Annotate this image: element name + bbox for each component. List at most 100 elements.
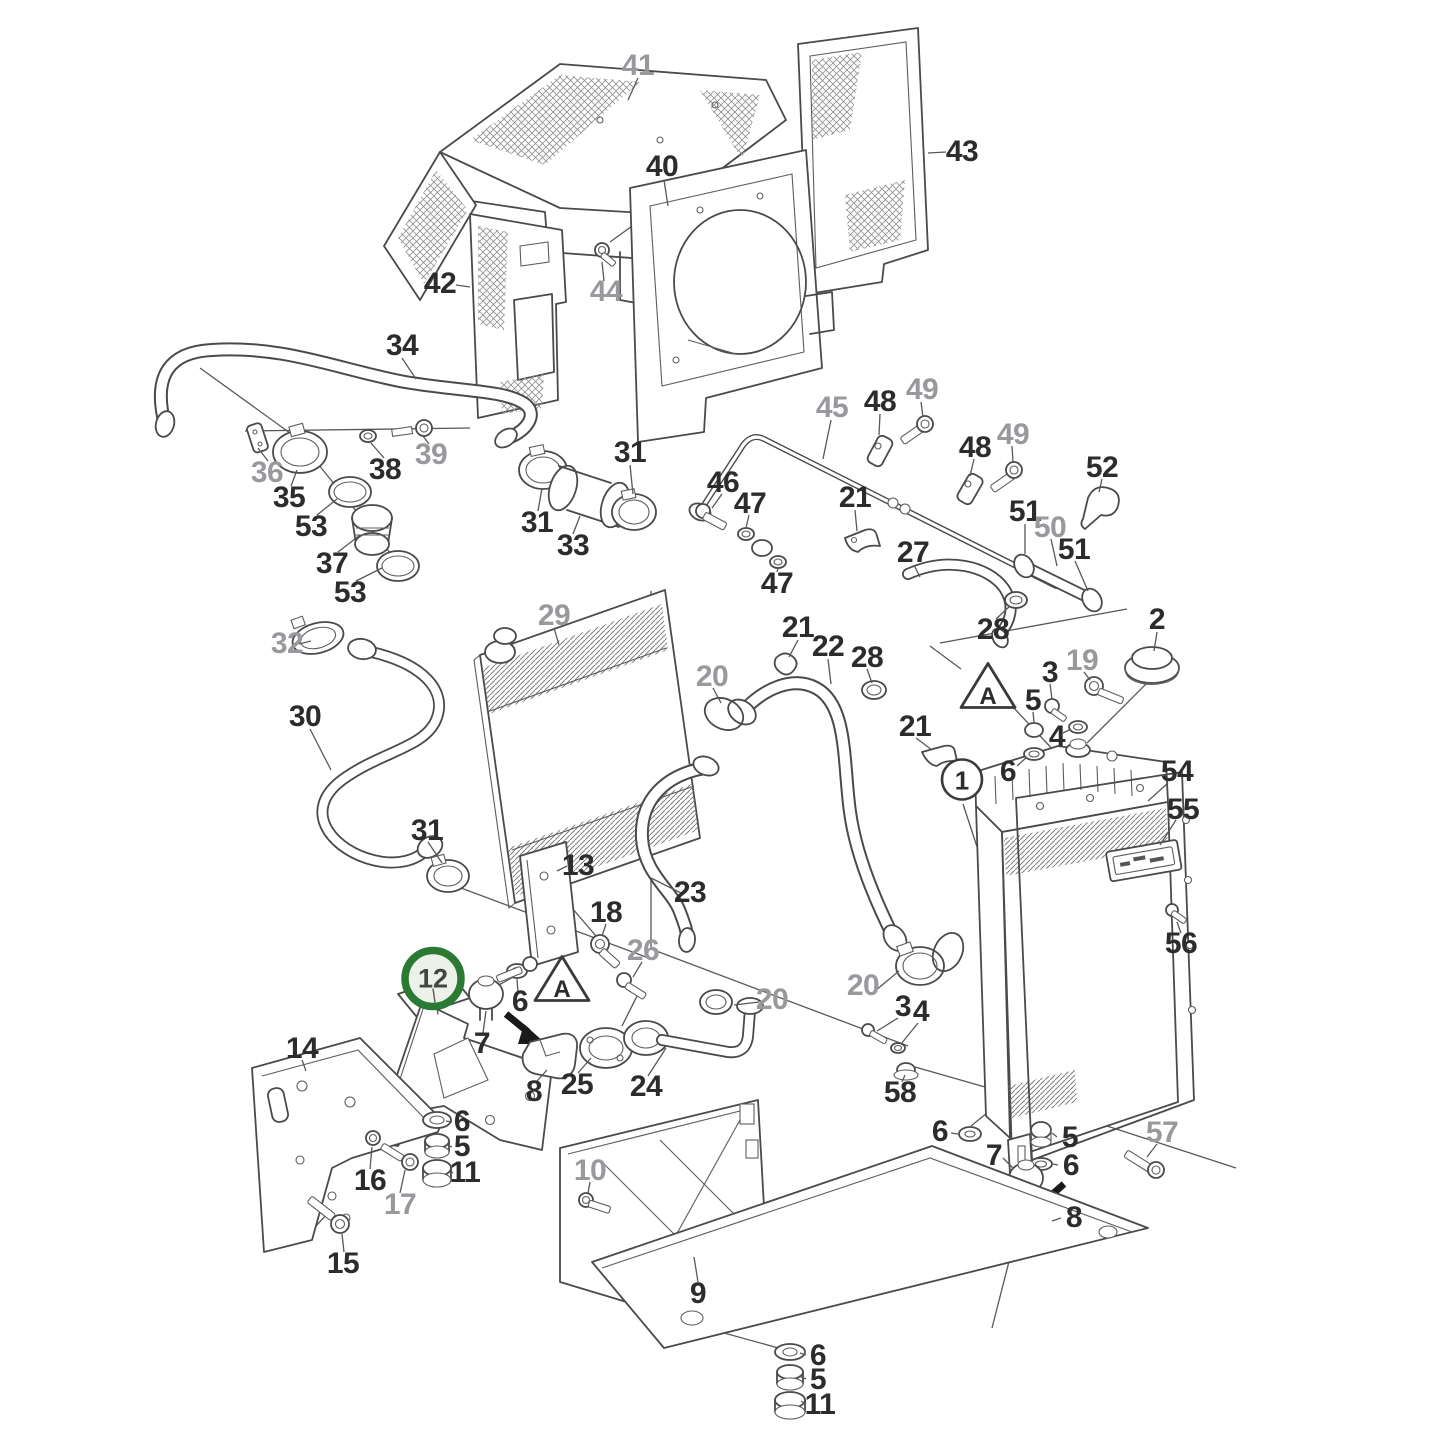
part-side-screen-right [797, 27, 929, 295]
part-number-48: 48 [958, 431, 992, 464]
part-number-51: 51 [1057, 533, 1091, 566]
part-number-20: 20 [695, 660, 729, 693]
part-number-21: 21 [781, 611, 815, 644]
part-number-6: 6 [453, 1105, 471, 1138]
part-number-6: 6 [511, 985, 529, 1018]
part-number-23: 23 [673, 876, 707, 909]
part-number-11: 11 [804, 1388, 836, 1421]
part-number-20: 20 [846, 969, 880, 1002]
part-number-58: 58 [883, 1076, 917, 1109]
part-bottom-bracket-9 [559, 1099, 1149, 1420]
part-number-39: 39 [414, 438, 448, 471]
part-sleeve-and-clamps [518, 443, 657, 531]
part-number-47: 47 [760, 567, 794, 600]
part-side-panel-left [469, 213, 567, 419]
part-number-56: 56 [1164, 927, 1198, 960]
highlight-ring-icon: 12 [401, 946, 465, 1015]
svg-text:A: A [553, 976, 570, 1003]
part-number-37: 37 [315, 547, 349, 580]
svg-text:1: 1 [955, 766, 969, 796]
part-number-21: 21 [898, 710, 932, 743]
part-lower-hose-30 [290, 615, 470, 893]
svg-text:A: A [979, 683, 996, 710]
part-number-4: 4 [1048, 720, 1066, 753]
part-number-7: 7 [985, 1139, 1003, 1172]
part-number-35: 35 [272, 481, 306, 514]
part-clips-21 [773, 528, 958, 767]
part-number-33: 33 [556, 529, 590, 562]
part-number-3: 3 [1041, 656, 1059, 689]
part-bracket-14 [251, 1037, 443, 1253]
part-hose-23 [634, 755, 733, 1015]
part-number-32: 32 [270, 627, 304, 660]
part-hose-22 [703, 676, 965, 986]
part-number-11: 11 [449, 1156, 481, 1189]
part-fan-shroud [629, 149, 835, 443]
part-washer-stack-left [422, 1111, 452, 1188]
part-number-19: 19 [1065, 644, 1099, 677]
part-number-30: 30 [288, 700, 322, 733]
callout-circle-icon: 1 [940, 758, 984, 801]
leader-lines [257, 77, 1182, 1405]
highlighted-part-number-12: 12 [395, 941, 471, 1022]
part-number-52: 52 [1085, 451, 1119, 484]
part-number-6: 6 [1062, 1149, 1080, 1182]
part-number-17: 17 [383, 1188, 417, 1221]
part-number-29: 29 [537, 599, 571, 632]
part-hose-27 [861, 558, 1028, 700]
part-number-46: 46 [706, 466, 740, 499]
part-screen-54 [1015, 771, 1197, 1161]
part-mount-bracket-12 [373, 956, 578, 1151]
part-number-54: 54 [1160, 755, 1194, 788]
part-number-49: 49 [905, 373, 939, 406]
part-number-43: 43 [945, 135, 979, 168]
part-number-3: 3 [894, 990, 912, 1023]
part-number-6: 6 [809, 1339, 827, 1372]
part-number-49: 49 [996, 418, 1030, 451]
part-number-50: 50 [1033, 511, 1067, 544]
part-radiator [974, 646, 1180, 1175]
part-number-13: 13 [561, 849, 595, 882]
part-number-28: 28 [850, 641, 884, 674]
part-number-25: 25 [560, 1068, 594, 1101]
part-plate-13 [519, 841, 647, 1000]
part-number-47: 47 [733, 487, 767, 520]
part-upper-hose-34 [153, 342, 538, 449]
part-number-34: 34 [385, 329, 419, 362]
part-water-pipe-24 [579, 997, 764, 1069]
part-number-22: 22 [811, 630, 845, 663]
svg-text:12: 12 [418, 964, 448, 994]
part-number-44: 44 [589, 275, 623, 308]
part-number-20: 20 [755, 983, 789, 1016]
part-bolt-44 [594, 242, 616, 267]
part-number-24: 24 [629, 1070, 663, 1103]
part-number-9: 9 [689, 1277, 707, 1310]
part-number-31: 31 [520, 506, 554, 539]
part-number-6: 6 [999, 755, 1017, 788]
triangle-marker-icon: A [959, 662, 1017, 710]
part-number-5: 5 [1061, 1121, 1079, 1154]
part-overflow-pipe-45 [688, 434, 1120, 613]
part-number-14: 14 [285, 1032, 319, 1065]
part-pipe-brackets [866, 415, 1023, 506]
triangle-marker-icon: A [533, 955, 591, 1003]
part-number-10: 10 [573, 1154, 607, 1187]
part-number-26: 26 [626, 934, 660, 967]
part-number-5: 5 [1024, 684, 1042, 717]
part-number-42: 42 [423, 267, 457, 300]
part-number-21: 21 [838, 481, 872, 514]
part-number-55: 55 [1166, 793, 1200, 826]
part-number-18: 18 [589, 896, 623, 929]
hardware-cluster-hose-fittings [246, 419, 433, 582]
part-number-38: 38 [368, 453, 402, 486]
part-number-5: 5 [453, 1130, 471, 1163]
part-number-6: 6 [931, 1115, 949, 1148]
part-number-8: 8 [525, 1075, 543, 1108]
part-number-16: 16 [353, 1164, 387, 1197]
part-number-53: 53 [333, 576, 367, 609]
part-number-7: 7 [473, 1027, 491, 1060]
part-number-31: 31 [410, 814, 444, 847]
part-number-15: 15 [326, 1247, 360, 1280]
